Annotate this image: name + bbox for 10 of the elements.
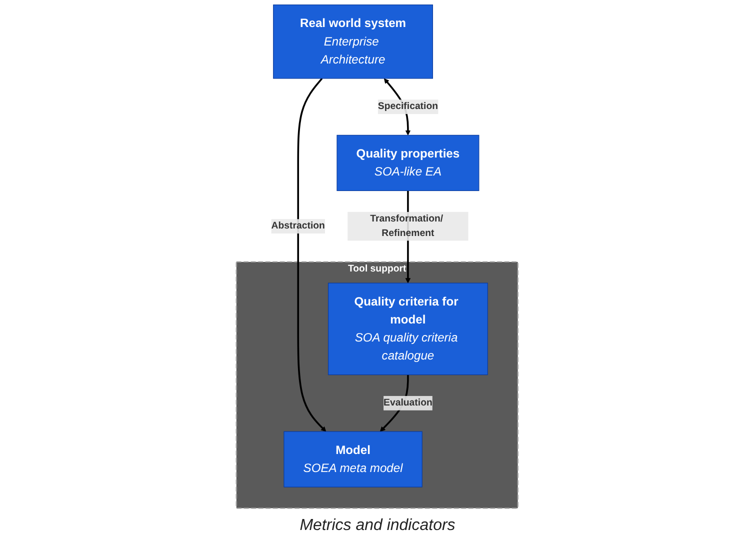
edge-label: Abstraction [272,220,326,232]
node-box: Quality properties SOA-like EA [337,134,480,192]
edge-label: Transformation/ Refinement [370,214,444,238]
edge-label: Evaluation [384,398,433,408]
edge-label: Specification [378,101,438,112]
node-box: Quality criteria for model SOA quality criteria catalogue [328,282,488,376]
node-box: Real world system Enterprise Architecture [273,4,434,79]
arrow [298,78,326,432]
node-box: Model SOEA meta model [284,431,423,488]
note-text: Metrics and indicators [298,516,456,536]
